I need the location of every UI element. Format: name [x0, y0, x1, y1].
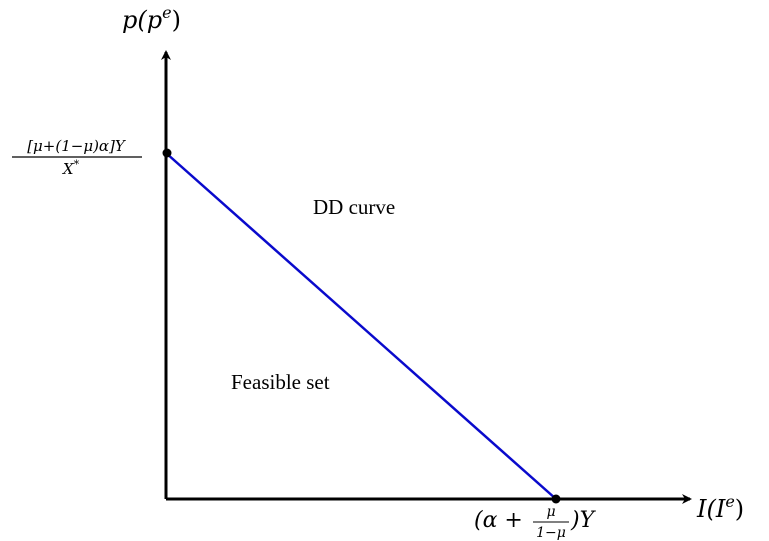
x-intercept-point: [551, 494, 561, 504]
y-intercept-denominator: X*: [62, 158, 80, 178]
y-axis-label-main: p(p: [122, 6, 162, 34]
feasible-set-label: Feasible set: [231, 370, 330, 394]
x-intercept-frac-num: μ: [546, 504, 555, 520]
y-intercept-denominator-main: X: [62, 160, 75, 178]
y-intercept-label: [μ+(1−μ)α]Y X*: [12, 137, 142, 178]
y-intercept-point: [162, 148, 172, 158]
x-axis-label-close: ): [735, 495, 744, 523]
dd-curve-label: DD curve: [313, 195, 395, 219]
y-intercept-denominator-sup: *: [74, 158, 80, 171]
y-axis-label: p(pe): [122, 3, 181, 34]
x-axis-label-main: I(I: [696, 495, 726, 523]
x-axis-label-sup: e: [725, 492, 734, 511]
x-intercept-label: (α + μ 1−μ )Y: [474, 504, 597, 541]
x-intercept-frac-den: 1−μ: [536, 525, 566, 541]
y-intercept-numerator: [μ+(1−μ)α]Y: [27, 137, 127, 155]
y-axis-label-close: ): [172, 6, 181, 34]
x-intercept-prefix: (α +: [474, 508, 530, 533]
y-axis-label-sup: e: [162, 3, 171, 22]
x-intercept-suffix: )Y: [570, 508, 597, 533]
dd-line: [165, 152, 557, 500]
x-axis-label: I(Ie): [696, 492, 744, 523]
